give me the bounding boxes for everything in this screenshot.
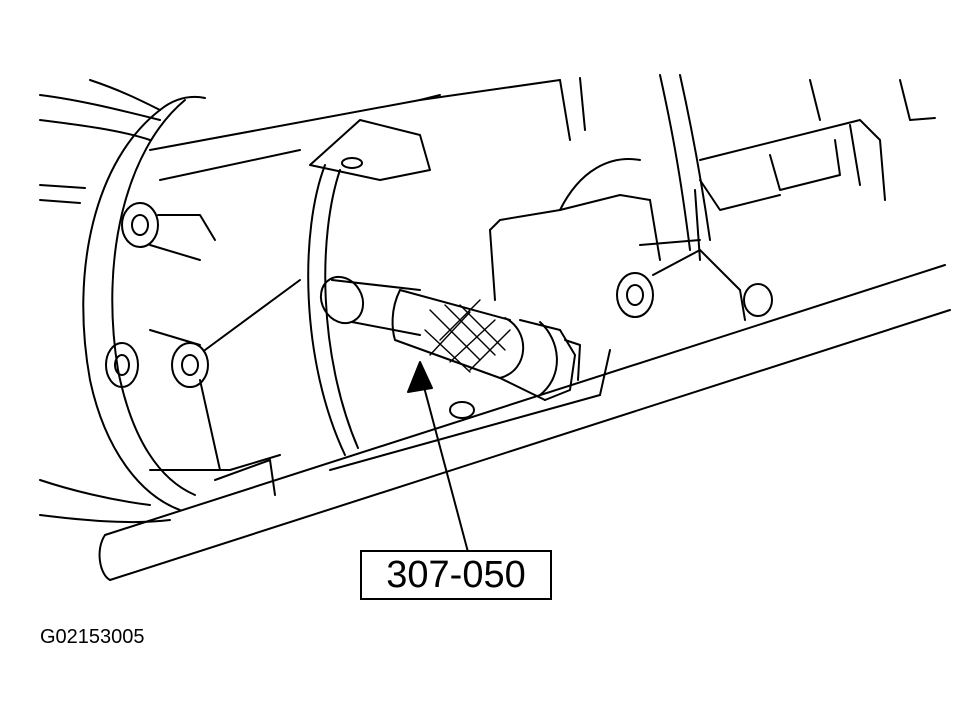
figure-id: G02153005 [40, 626, 145, 648]
bell-housing [40, 80, 205, 522]
mounting-boss-upper [122, 203, 215, 260]
case-top-edge [150, 75, 935, 250]
mounting-boss-lower [106, 280, 300, 495]
ribs-right [695, 120, 885, 260]
callout-label-box: 307-050 [360, 550, 552, 600]
flange-arc [308, 165, 358, 455]
tool-number-label: 307-050 [386, 553, 526, 596]
tool-cylinder [313, 269, 580, 400]
mounting-boss-right [617, 240, 772, 320]
callout-leader [408, 362, 468, 552]
pan-rail [100, 265, 950, 580]
valve-body-contour [490, 159, 660, 300]
tool-knurled-grip [425, 300, 510, 372]
